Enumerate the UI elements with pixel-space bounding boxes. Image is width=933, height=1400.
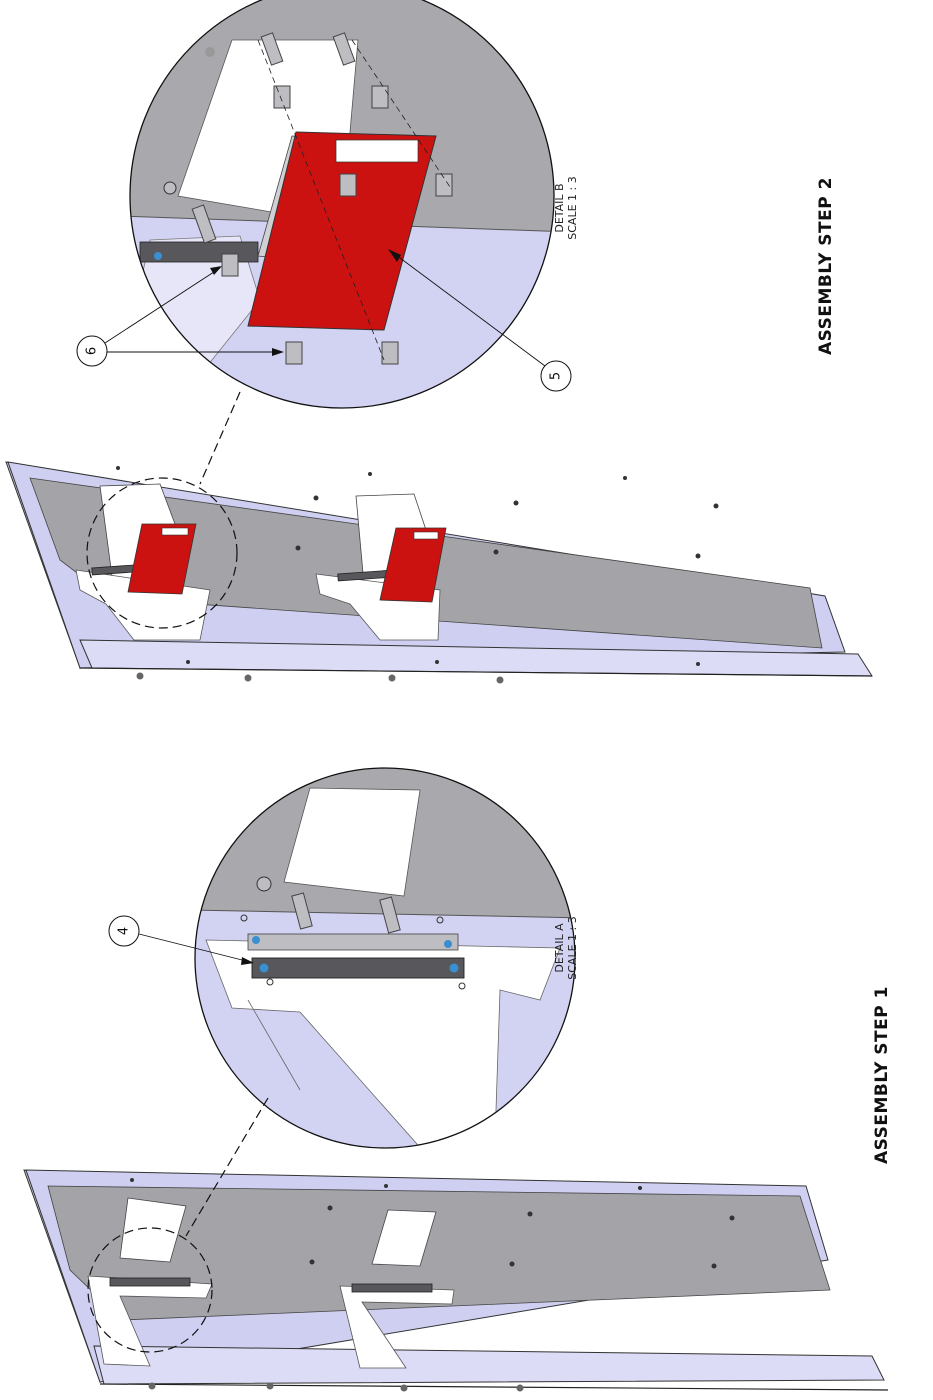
detail-a-view [108, 767, 576, 1237]
assembly-step-1-title: ASSEMBLY STEP 1 [872, 986, 892, 1164]
detail-b-scale: SCALE 1 : 3 [566, 176, 579, 240]
callout-4: 4 [116, 926, 132, 936]
detail-a-scale: SCALE 1 : 3 [566, 916, 579, 980]
callout-6: 6 [84, 346, 100, 356]
detail-a-label: DETAIL A SCALE 1 : 3 [553, 916, 579, 979]
step2-panel [5, 461, 873, 684]
step1-panel [23, 1169, 889, 1392]
detail-b-label: DETAIL B SCALE 1 : 3 [553, 176, 579, 239]
callout-5: 5 [548, 371, 564, 381]
assembly-step-2-title: ASSEMBLY STEP 2 [816, 177, 836, 355]
detail-a-name: DETAIL A [553, 923, 566, 973]
detail-b-view [76, 0, 572, 485]
detail-b-name: DETAIL B [553, 183, 566, 233]
